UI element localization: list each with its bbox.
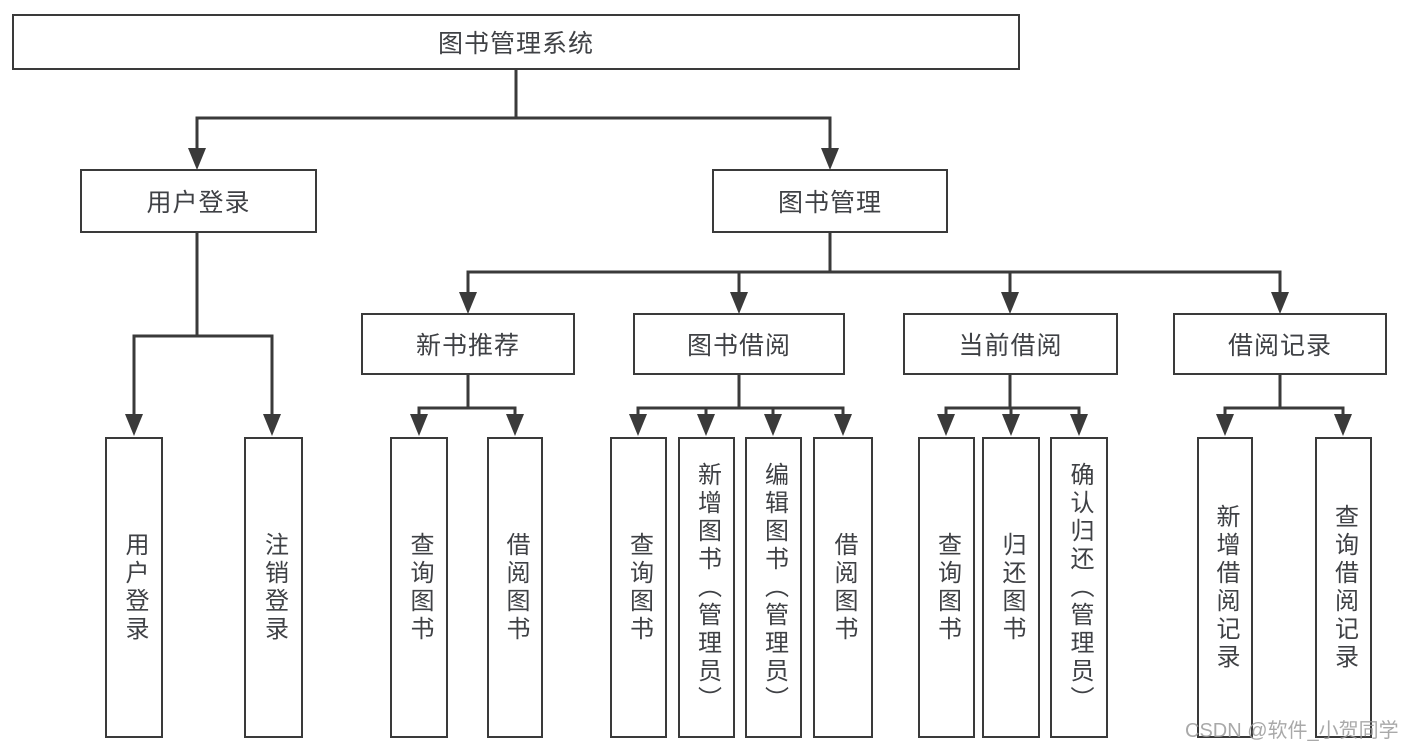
edge-records-to-leaves xyxy=(1216,375,1352,436)
leaf-newrec-query-books: 查询图书 xyxy=(390,437,448,738)
node-user-login: 用户登录 xyxy=(80,169,317,233)
leaf-borrow-query-books: 查询图书 xyxy=(610,437,667,738)
csdn-watermark: CSDN @软件_小贺同学 xyxy=(1185,720,1399,742)
edge-currentborrow-to-leaves xyxy=(937,375,1088,436)
node-book-management: 图书管理 xyxy=(712,169,948,233)
leaf-current-query-books: 查询图书 xyxy=(918,437,975,738)
node-library-management-system: 图书管理系统 xyxy=(12,14,1020,70)
leaf-borrow-edit-books-admin: 编辑图书（管理员） xyxy=(745,437,802,738)
leaf-records-add-borrow-record: 新增借阅记录 xyxy=(1197,437,1253,738)
leaf-current-return-books: 归还图书 xyxy=(982,437,1040,738)
leaf-records-query-borrow-record: 查询借阅记录 xyxy=(1315,437,1372,738)
edge-userlogin-to-leaves xyxy=(125,233,281,436)
leaf-borrow-borrow-books: 借阅图书 xyxy=(813,437,873,738)
leaf-borrow-add-books-admin: 新增图书（管理员） xyxy=(678,437,735,738)
node-book-borrow: 图书借阅 xyxy=(633,313,845,375)
leaf-newrec-borrow-books: 借阅图书 xyxy=(487,437,543,738)
edge-root-to-level2 xyxy=(188,70,839,170)
edge-bookborrow-to-leaves xyxy=(629,375,852,436)
node-borrow-records: 借阅记录 xyxy=(1173,313,1387,375)
edge-bookmgmt-to-level3 xyxy=(459,233,1289,314)
edge-newrec-to-leaves xyxy=(410,375,524,436)
leaf-current-confirm-return-admin: 确认归还（管理员） xyxy=(1050,437,1108,738)
leaf-user-login: 用户登录 xyxy=(105,437,163,738)
leaf-logout-login: 注销登录 xyxy=(244,437,303,738)
node-new-book-recommend: 新书推荐 xyxy=(361,313,575,375)
node-current-borrow: 当前借阅 xyxy=(903,313,1118,375)
